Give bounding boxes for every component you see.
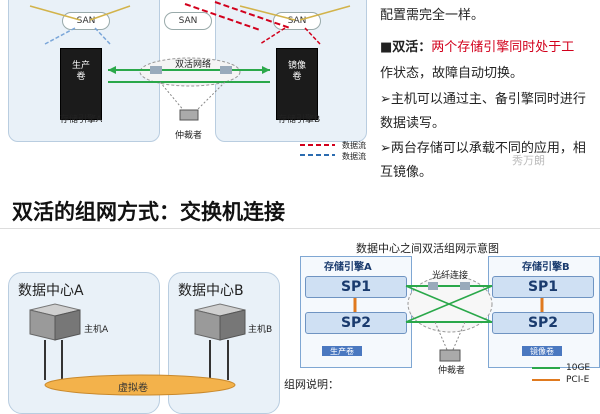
point1-line1: ➢主机可以通过主、备引擎同时进行 bbox=[380, 92, 586, 107]
engine-a-sp1: SP1 bbox=[305, 276, 407, 298]
arbiter-label: 仲裁者 bbox=[175, 131, 203, 141]
fiber-label: 光纤连接 bbox=[432, 271, 469, 281]
top-legend-lines bbox=[300, 144, 335, 156]
data-center-b-title: 数据中心B bbox=[178, 283, 244, 299]
engine-a-label: 存储引擎A bbox=[60, 115, 103, 125]
prod-volume-label: 生产卷 bbox=[330, 347, 354, 356]
engine-b-sp2: SP2 bbox=[492, 312, 594, 334]
production-volume: 生产 卷 bbox=[60, 48, 102, 120]
top-diagram: SAN SAN SAN 生产 卷 镜像 卷 双活网络 存储引擎A 存储引擎B 仲… bbox=[0, 0, 370, 190]
legend-red-label: 数据流 bbox=[342, 141, 366, 150]
hosts-art bbox=[29, 303, 246, 396]
notes-title: 组网说明： bbox=[284, 378, 339, 391]
top-links bbox=[29, 1, 351, 121]
host-b-label: 主机B bbox=[248, 325, 273, 335]
virtual-volume-label: 虚拟卷 bbox=[118, 383, 148, 394]
san-cloud-center: SAN bbox=[164, 12, 212, 30]
dual-active-desc-1: 两个存储引擎同时处于工 bbox=[431, 40, 575, 55]
engine-b-title: 存储引擎B bbox=[522, 262, 570, 273]
legend-10ge-label: 10GE bbox=[566, 363, 591, 373]
mirror-volume-label: 镜像 卷 bbox=[287, 61, 306, 82]
dual-active-title: ■双活： bbox=[380, 40, 432, 55]
point1-line2: 数据读写。 bbox=[380, 116, 446, 131]
legend-pcie-label: PCI-E bbox=[566, 375, 590, 385]
dual-active-bullet: ■双活：两个存储引擎同时处于工 bbox=[380, 40, 574, 56]
config-line: 配置需完全一样。 bbox=[380, 8, 485, 23]
engine-a-sp2: SP2 bbox=[305, 312, 407, 334]
production-volume-label: 生产 卷 bbox=[71, 61, 90, 82]
watermark: 秀万朗 bbox=[512, 154, 545, 167]
section-title: 双活的组网方式：交换机连接 bbox=[12, 200, 285, 224]
point2-line1: ➢两台存储可以承载不同的应用，相 bbox=[380, 141, 586, 156]
section-divider bbox=[0, 228, 600, 229]
engine-a-title: 存储引擎A bbox=[324, 262, 372, 273]
mirror-volume-small-label: 镜像卷 bbox=[530, 347, 554, 356]
legend-blue-label: 数据流 bbox=[342, 152, 366, 161]
dual-network-label: 双活网络 bbox=[175, 60, 212, 70]
data-center-a-title: 数据中心A bbox=[18, 283, 84, 299]
bottom-right-links bbox=[322, 275, 562, 381]
dual-network-diagram-title: 数据中心之间双活组网示意图 bbox=[356, 242, 499, 255]
dual-active-desc-2: 作状态，故障自动切换。 bbox=[380, 66, 524, 81]
host-a-label: 主机A bbox=[84, 325, 109, 335]
engine-b-label: 存储引擎B bbox=[278, 115, 321, 125]
mirror-volume: 镜像 卷 bbox=[276, 48, 318, 120]
bottom-arbiter-label: 仲裁者 bbox=[438, 366, 466, 376]
point2-line2: 互镜像。 bbox=[380, 165, 433, 180]
engine-b-sp1: SP1 bbox=[492, 276, 594, 298]
